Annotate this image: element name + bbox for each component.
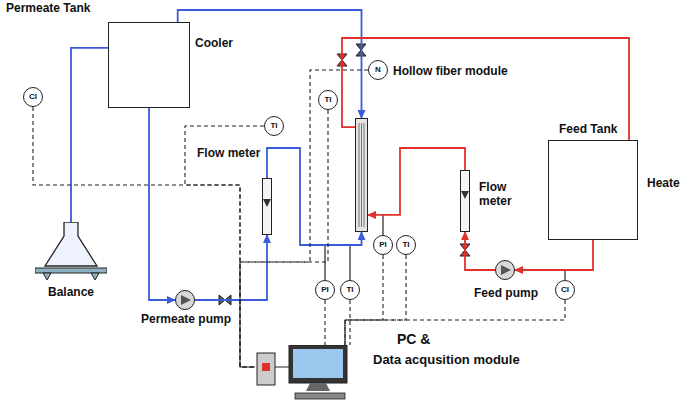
instrument-tag: PI	[321, 286, 329, 294]
sensor-stem	[349, 245, 350, 280]
flow-meter-float	[263, 179, 271, 239]
instrument-circle: TI	[340, 280, 360, 300]
pipe-line	[149, 108, 175, 300]
balance: Balance	[35, 222, 107, 280]
hollow-fibers	[356, 119, 367, 231]
pipe-line	[368, 148, 465, 215]
node-label: Feed Tank	[559, 123, 617, 137]
flow-meter-float	[461, 171, 469, 231]
permeate-tank: Permeate TankCooler	[108, 22, 190, 108]
node-label: Feed pump	[466, 287, 546, 301]
instrument-tag: TI	[346, 286, 353, 294]
instrument-tag: TI	[324, 96, 331, 104]
feed-tank: Feed TankHeate	[548, 140, 638, 240]
pipe-line	[465, 232, 495, 270]
instrument-tag: TI	[270, 122, 277, 130]
sensor-stem	[564, 270, 565, 280]
node-label: Permeate Tank	[6, 2, 91, 16]
signal-line	[324, 300, 325, 345]
instrument-circle: TI	[264, 116, 284, 136]
sensor-stem	[382, 215, 383, 235]
node-label: Hollow fiber module	[393, 65, 508, 79]
instrument-circle: TI	[318, 90, 338, 110]
pump-symbol	[495, 260, 515, 280]
pump: Permeate pump	[175, 290, 195, 310]
pc-station: PC &Data acqusition module	[255, 345, 355, 400]
instrument-tag: TI	[402, 241, 409, 249]
balance-drawing	[35, 222, 107, 280]
node-label: PC &	[397, 331, 430, 347]
pipe-line	[71, 48, 108, 222]
instrument-circle: CI	[555, 280, 575, 300]
node-label: Flow meter	[197, 147, 260, 161]
pc-drawing	[255, 345, 355, 400]
pipe-line	[515, 240, 593, 270]
instrument-circle: TI	[396, 235, 416, 255]
signal-line	[185, 126, 264, 367]
instrument-circle: N	[368, 60, 388, 80]
node-label: Cooler	[195, 37, 233, 51]
instrument-tag: N	[375, 66, 381, 74]
signal-line	[345, 255, 383, 345]
instrument-tag: CI	[29, 93, 37, 101]
node-label: Balance	[35, 286, 107, 300]
pipe-line	[178, 10, 362, 118]
signal-line	[345, 300, 565, 345]
flow-meter: Flow meter	[262, 178, 272, 235]
node-label: Heate	[647, 177, 680, 191]
instrument-tag: PI	[379, 241, 387, 249]
instrument-circle: PI	[315, 280, 335, 300]
signal-line	[33, 107, 255, 367]
node-label: Permeate pump	[131, 313, 241, 327]
signal-line	[349, 300, 350, 345]
pipe-line	[342, 38, 629, 140]
node-label: Data acqusition module	[373, 353, 520, 368]
pipe-line	[267, 148, 362, 245]
pump: Feed pump	[495, 260, 515, 280]
instrument-circle: CI	[23, 87, 43, 107]
signal-line	[240, 70, 368, 367]
hollow-fiber-module: Hollow fiber module	[355, 118, 368, 232]
flow-meter: Flow meter	[460, 170, 470, 232]
node-label: Flow meter	[479, 181, 531, 209]
pump-symbol	[175, 290, 195, 310]
pipe-line	[195, 235, 267, 300]
instrument-tag: CI	[561, 286, 569, 294]
instrument-circle: PI	[373, 235, 393, 255]
signal-line	[345, 255, 406, 345]
